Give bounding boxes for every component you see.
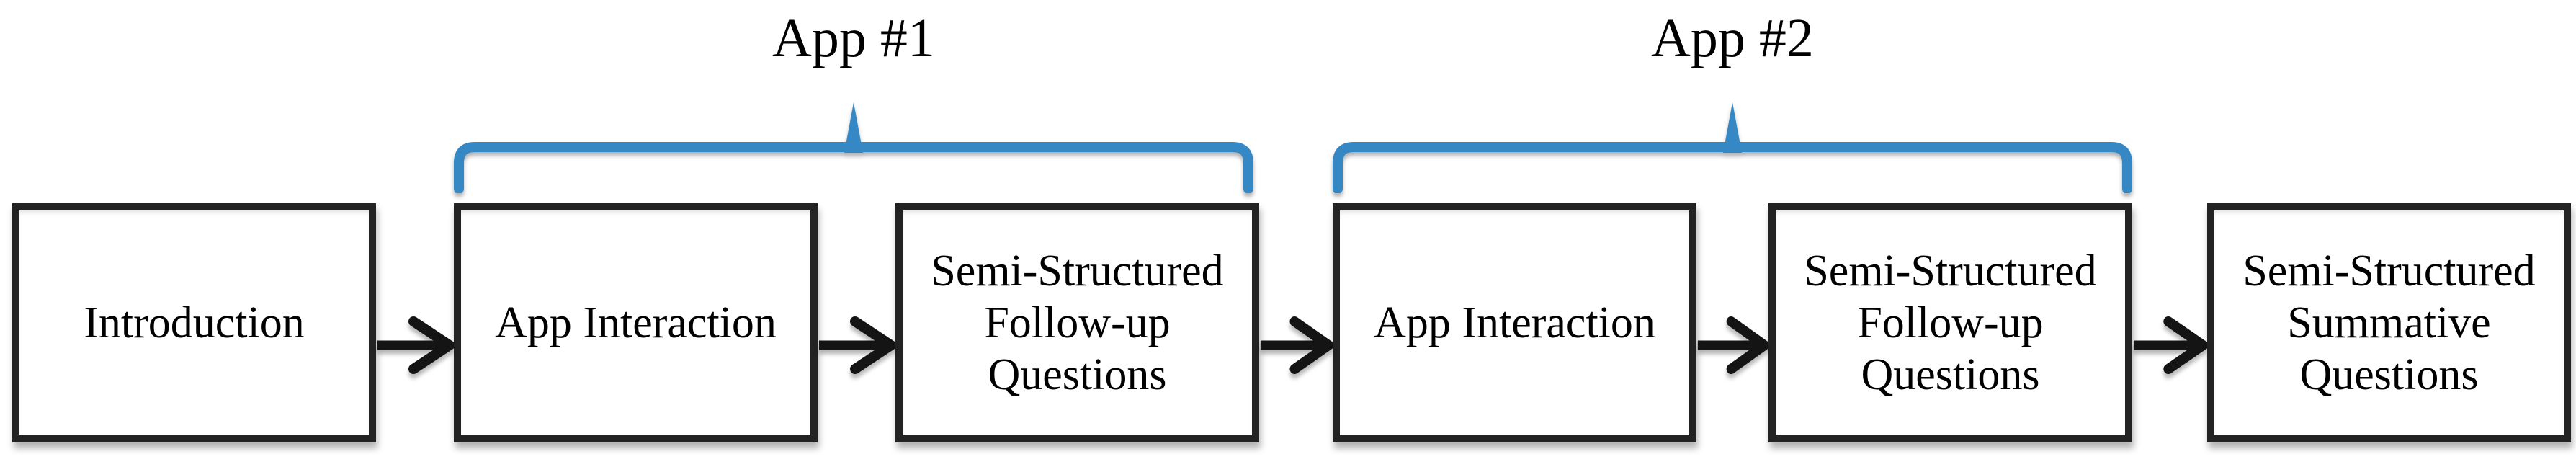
arrow-right-icon bbox=[2133, 316, 2207, 374]
step-label-line: Questions bbox=[988, 350, 1167, 399]
step-label-line: Questions bbox=[2299, 350, 2479, 399]
flow-step-summative-questions: Semi-Structured Summative Questions bbox=[2207, 203, 2571, 442]
flow-step-followup-questions-1: Semi-Structured Follow-up Questions bbox=[895, 203, 1259, 442]
group-label-app1: App #1 bbox=[772, 7, 935, 68]
flow-step-app-interaction-2: App Interaction bbox=[1333, 203, 1696, 442]
curly-brace-icon-app1 bbox=[454, 102, 1253, 193]
flow-step-introduction: Introduction bbox=[12, 203, 376, 442]
group-label-app2: App #2 bbox=[1651, 7, 1814, 68]
flow-step-followup-questions-2: Semi-Structured Follow-up Questions bbox=[1768, 203, 2132, 442]
arrow-right-icon bbox=[1260, 316, 1333, 374]
step-label-line: Questions bbox=[1861, 350, 2040, 399]
step-label-line: Semi-Structured bbox=[1804, 246, 2097, 295]
step-label-line: Introduction bbox=[84, 298, 305, 347]
arrow-right-icon bbox=[1697, 316, 1768, 374]
step-label-line: Semi-Structured bbox=[931, 246, 1224, 295]
arrow-right-icon bbox=[819, 316, 895, 374]
step-label-line: Follow-up bbox=[1857, 298, 2044, 347]
curly-brace-icon-app2 bbox=[1333, 102, 2132, 193]
step-label-line: Summative bbox=[2287, 298, 2491, 347]
step-label-line: Semi-Structured bbox=[2242, 246, 2536, 295]
step-label-line: Follow-up bbox=[984, 298, 1171, 347]
step-label-line: App Interaction bbox=[495, 298, 777, 347]
arrow-right-icon bbox=[377, 316, 454, 374]
step-label-line: App Interaction bbox=[1374, 298, 1655, 347]
flow-step-app-interaction-1: App Interaction bbox=[454, 203, 818, 442]
